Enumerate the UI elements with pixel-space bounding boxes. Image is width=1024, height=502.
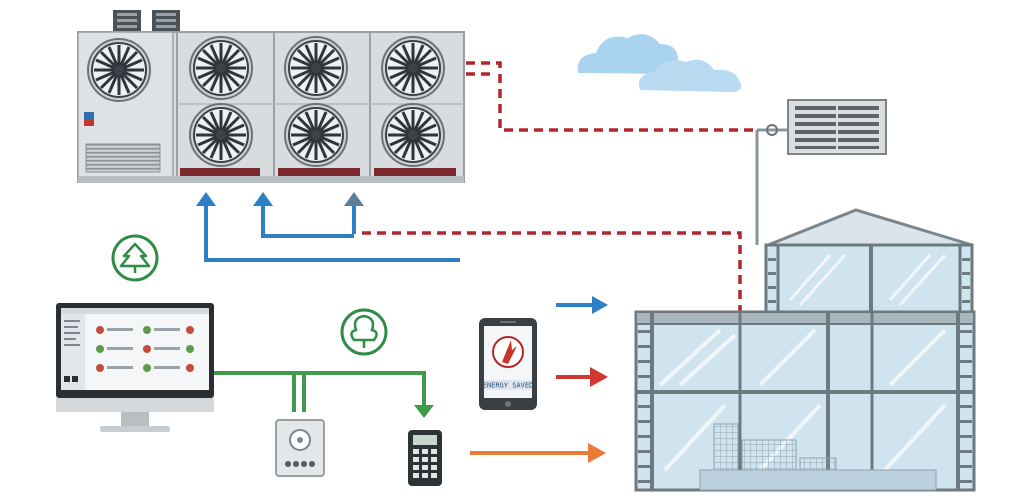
- fan-icon: [380, 35, 446, 101]
- fan-icon: [188, 35, 254, 101]
- cloud-icon: [577, 34, 742, 92]
- arrow-up-icon: [253, 192, 273, 206]
- bms-monitor[interactable]: [56, 303, 214, 432]
- tree-leaf-icon: [111, 234, 159, 282]
- return-dashed-line: [362, 61, 756, 312]
- phone-screen-label: ENERGY SAVED: [483, 382, 534, 390]
- arrow-down-icon: [414, 405, 434, 418]
- control-link: [212, 371, 426, 412]
- fan-icon: [380, 102, 446, 168]
- arrow-up-icon: [344, 192, 364, 206]
- orange-arrow-icon: [470, 443, 606, 463]
- outdoor-ac-unit: [755, 99, 887, 245]
- wall-thermostat[interactable]: [275, 419, 325, 477]
- fan-icon: [283, 35, 349, 101]
- blue-supply-line: [204, 200, 460, 262]
- arrow-up-icon: [196, 192, 216, 206]
- fan-icon: [283, 102, 349, 168]
- red-arrow-icon: [556, 367, 608, 387]
- building: [634, 208, 976, 492]
- fan-icon: [188, 102, 254, 168]
- remote-keypad[interactable]: [408, 430, 442, 486]
- smartphone[interactable]: ENERGY SAVED: [479, 318, 537, 410]
- tree-leaf-icon: [340, 308, 388, 356]
- fan-icon: [86, 37, 152, 103]
- blue-arrow-icon: [556, 296, 608, 314]
- energy-flame-icon: [492, 336, 524, 368]
- blue-return-line: [261, 200, 354, 238]
